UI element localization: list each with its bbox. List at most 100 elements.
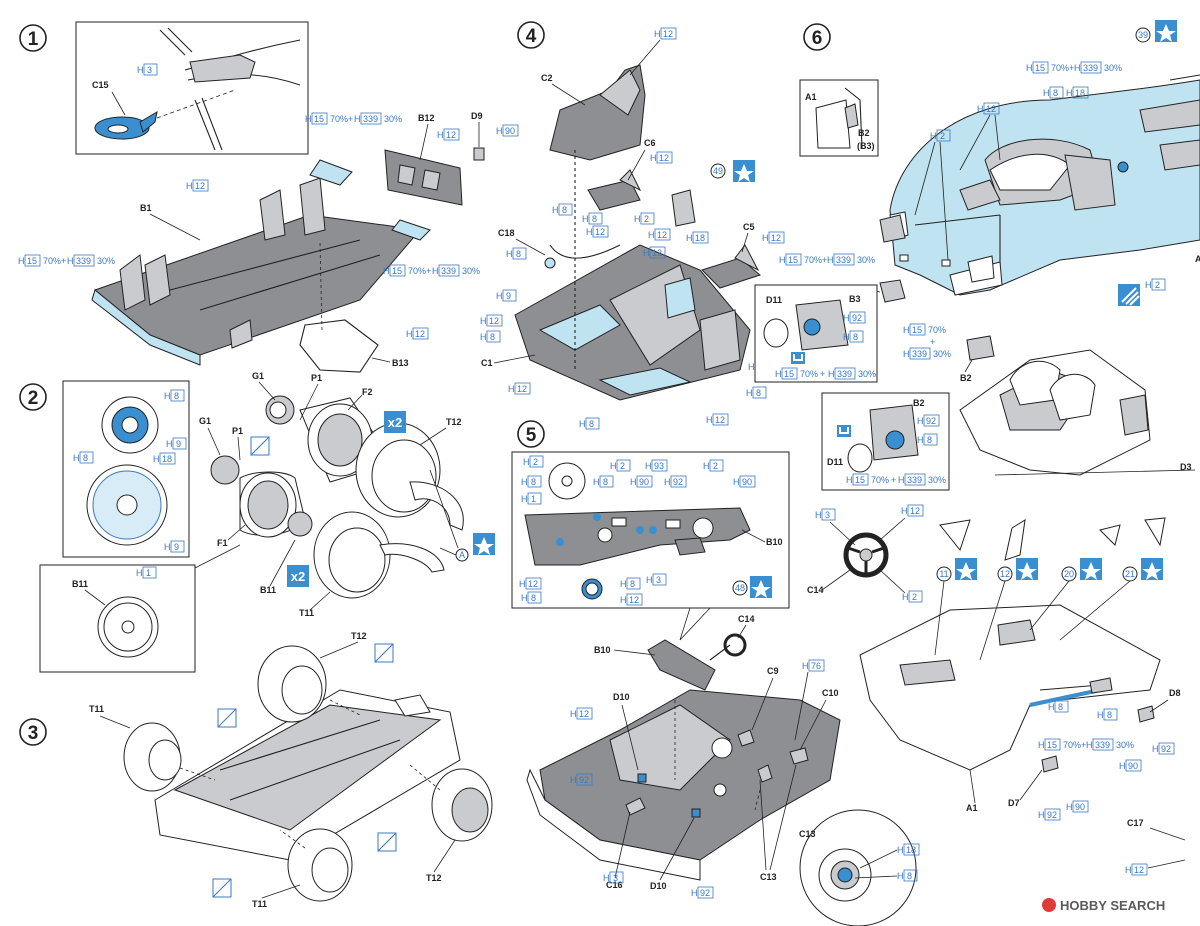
svg-text:H: H bbox=[1038, 740, 1045, 750]
svg-text:B1: B1 bbox=[140, 203, 152, 213]
svg-text:H: H bbox=[846, 475, 853, 485]
svg-text:H: H bbox=[1097, 710, 1104, 720]
svg-text:2: 2 bbox=[620, 461, 625, 471]
svg-text:HOBBY SEARCH: HOBBY SEARCH bbox=[1060, 898, 1165, 913]
svg-text:90: 90 bbox=[742, 477, 752, 487]
paint-h12-b1: H 12 bbox=[186, 179, 209, 192]
svg-text:8: 8 bbox=[83, 453, 88, 463]
svg-text:H: H bbox=[153, 454, 160, 464]
svg-text:15: 15 bbox=[855, 475, 865, 485]
svg-text:H: H bbox=[827, 255, 834, 265]
svg-text:H: H bbox=[654, 29, 661, 39]
svg-text:339: 339 bbox=[912, 349, 927, 359]
svg-text:H: H bbox=[496, 291, 503, 301]
svg-text:30%: 30% bbox=[857, 255, 875, 265]
svg-text:H: H bbox=[603, 873, 610, 883]
svg-text:H: H bbox=[686, 233, 693, 243]
svg-text:90: 90 bbox=[505, 126, 515, 136]
svg-text:H: H bbox=[1026, 63, 1033, 73]
svg-text:9: 9 bbox=[176, 439, 181, 449]
svg-text:2: 2 bbox=[940, 131, 945, 141]
svg-text:9: 9 bbox=[174, 542, 179, 552]
svg-text:18: 18 bbox=[162, 454, 172, 464]
svg-text:9: 9 bbox=[506, 291, 511, 301]
svg-text:H: H bbox=[775, 369, 782, 379]
svg-text:339: 339 bbox=[1095, 740, 1110, 750]
svg-text:92: 92 bbox=[1047, 810, 1057, 820]
svg-text:15: 15 bbox=[788, 255, 798, 265]
svg-text:8: 8 bbox=[1053, 88, 1058, 98]
svg-text:H: H bbox=[186, 181, 193, 191]
svg-text:C5: C5 bbox=[743, 222, 755, 232]
svg-text:15: 15 bbox=[1047, 740, 1057, 750]
svg-text:H: H bbox=[73, 453, 80, 463]
label-c15: C15 bbox=[92, 80, 109, 90]
svg-text:C17: C17 bbox=[1127, 818, 1144, 828]
svg-text:H: H bbox=[18, 256, 25, 266]
svg-text:12: 12 bbox=[528, 579, 538, 589]
svg-text:H: H bbox=[67, 256, 74, 266]
svg-text:P1: P1 bbox=[232, 426, 243, 436]
svg-text:92: 92 bbox=[852, 313, 862, 323]
svg-text:12: 12 bbox=[771, 233, 781, 243]
svg-text:H: H bbox=[570, 709, 577, 719]
svg-text:H: H bbox=[815, 510, 822, 520]
svg-text:B11: B11 bbox=[260, 585, 276, 595]
svg-text:C1: C1 bbox=[481, 358, 493, 368]
svg-text:30%: 30% bbox=[858, 369, 876, 379]
svg-text:x2: x2 bbox=[388, 415, 402, 430]
part-c15 bbox=[94, 111, 158, 140]
svg-text:+: + bbox=[891, 475, 896, 485]
svg-text:12: 12 bbox=[1134, 865, 1144, 875]
svg-text:H: H bbox=[1119, 761, 1126, 771]
svg-text:H: H bbox=[496, 126, 503, 136]
svg-text:339: 339 bbox=[837, 369, 852, 379]
x2-badge-a: x2 bbox=[384, 411, 406, 433]
svg-text:H: H bbox=[432, 266, 439, 276]
svg-text:D9: D9 bbox=[471, 111, 483, 121]
svg-text:11: 11 bbox=[939, 569, 948, 579]
svg-text:1: 1 bbox=[28, 29, 39, 50]
svg-text:12: 12 bbox=[657, 230, 667, 240]
svg-text:H: H bbox=[917, 416, 924, 426]
svg-text:12: 12 bbox=[1000, 569, 1010, 579]
svg-text:48: 48 bbox=[735, 583, 745, 593]
decal-stripe-icon bbox=[1118, 284, 1140, 306]
svg-text:H: H bbox=[579, 419, 586, 429]
paint-mix-step1-top: H 15 70%+ H 339 30% bbox=[305, 112, 402, 125]
svg-text:3: 3 bbox=[825, 510, 830, 520]
svg-text:12: 12 bbox=[663, 29, 673, 39]
no-glue-icon-3a bbox=[374, 643, 394, 663]
svg-text:C13: C13 bbox=[760, 872, 777, 882]
svg-text:H: H bbox=[898, 475, 905, 485]
svg-text:H: H bbox=[480, 332, 487, 342]
svg-text:H: H bbox=[646, 575, 653, 585]
svg-text:H: H bbox=[508, 384, 515, 394]
svg-text:H: H bbox=[136, 568, 143, 578]
